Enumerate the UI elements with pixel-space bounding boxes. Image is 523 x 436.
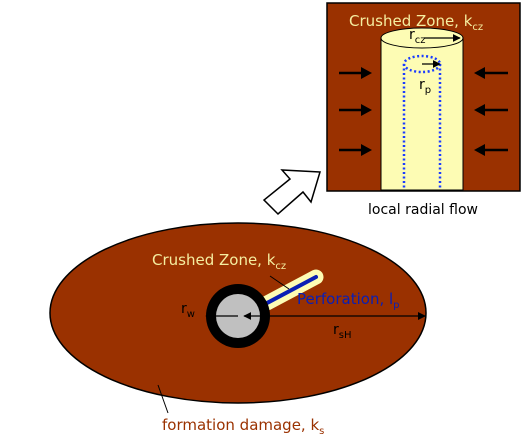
perforation-label: Perforation, lp bbox=[297, 290, 400, 311]
inflow-arrows-right bbox=[474, 67, 508, 156]
inset-crushed-zone-cylinder bbox=[380, 37, 464, 191]
crushed-zone-label: Crushed Zone, kcz bbox=[152, 251, 286, 272]
r-cz-label: rcz bbox=[409, 27, 426, 46]
inflow-arrows-left bbox=[339, 67, 372, 156]
inset-cylinder-top bbox=[380, 27, 464, 49]
inset-panel: Crushed Zone, kcz rcz rp bbox=[326, 2, 521, 192]
damage-leader bbox=[157, 384, 169, 414]
formation-damage-label: formation damage, ks bbox=[162, 416, 324, 436]
r-sh-label: rsH bbox=[333, 322, 352, 341]
inset-caption: local radial flow bbox=[368, 202, 478, 218]
inset-title: Crushed Zone, kcz bbox=[349, 12, 483, 33]
r-sh-arrow-head bbox=[418, 312, 426, 320]
r-p-label: rp bbox=[419, 77, 431, 96]
crushed-zone-leader bbox=[269, 275, 290, 290]
r-w-label: rw bbox=[181, 301, 195, 320]
zoom-arrow bbox=[262, 169, 321, 216]
